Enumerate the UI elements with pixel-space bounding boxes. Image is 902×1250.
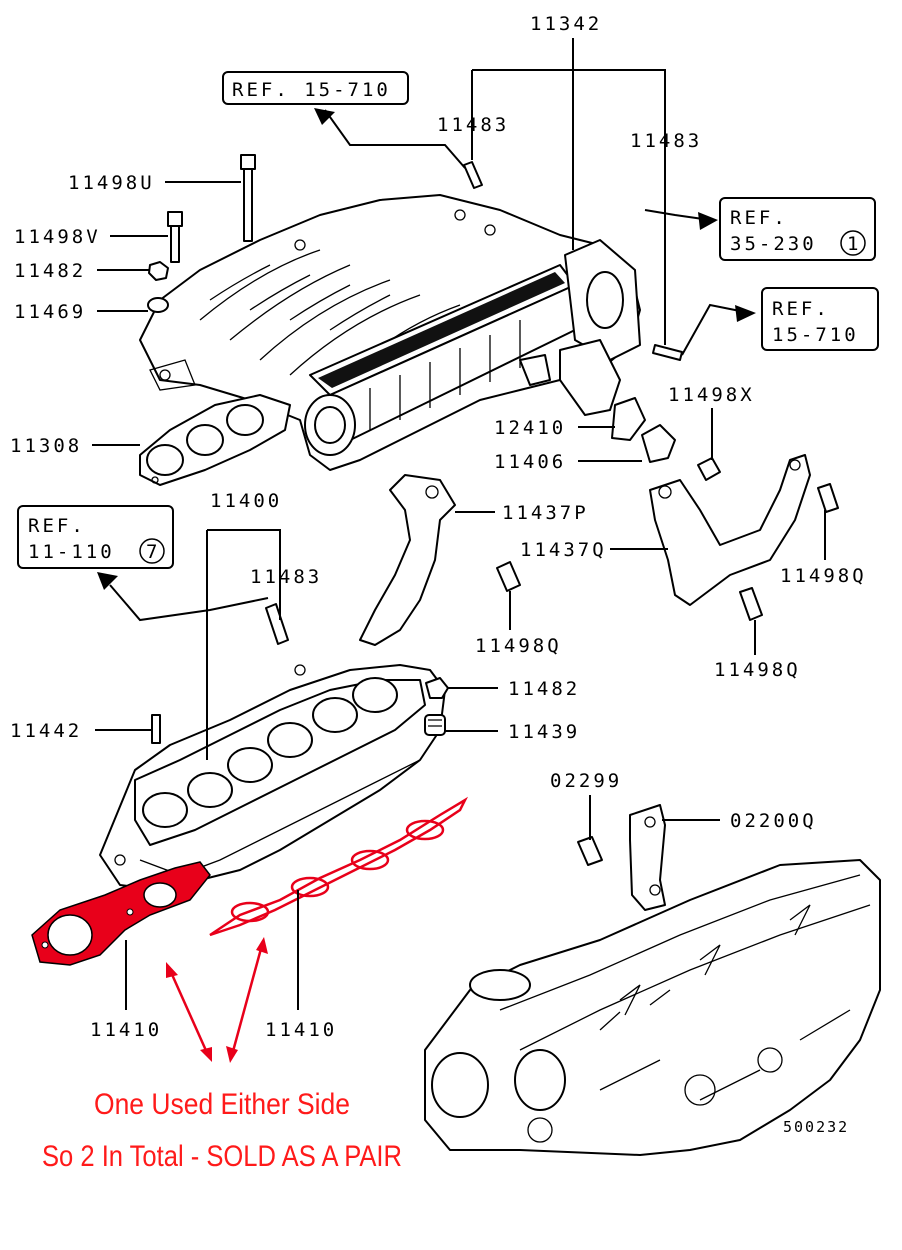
gasket-11308: [139, 394, 291, 486]
label-02299: 02299: [550, 770, 622, 792]
ref-line2: 15-710: [772, 324, 859, 346]
part-labels: 11342 11483 11483 11498U 11498V 11482 11…: [10, 13, 867, 1136]
bolt-02299: [577, 836, 603, 866]
label-11439: 11439: [508, 721, 580, 743]
cylinder-head: [424, 859, 881, 1156]
nut-11482-upper: [148, 261, 169, 281]
annotation-line-1: One Used Either Side: [94, 1088, 350, 1121]
ref-box-11-110: REF. 11-110 7: [17, 505, 174, 569]
label-11498q: 11498Q: [714, 659, 801, 681]
label-11410: 11410: [265, 1019, 337, 1041]
annotation-line-2: So 2 In Total - SOLD AS A PAIR: [42, 1140, 402, 1173]
label-11437q: 11437Q: [520, 539, 607, 561]
ref-circle-number: 1: [847, 233, 861, 255]
label-11482: 11482: [508, 678, 580, 700]
bolt-11498u: [240, 154, 256, 242]
label-11498q: 11498Q: [475, 635, 562, 657]
label-12410: 12410: [494, 417, 566, 439]
ref-line1: REF.: [730, 207, 788, 229]
label-11469: 11469: [14, 301, 86, 323]
ref-line1: REF.: [772, 298, 830, 320]
ref-line2: 11-110: [28, 541, 115, 563]
label-11308: 11308: [10, 435, 82, 457]
label-11483: 11483: [630, 130, 702, 152]
label-11400: 11400: [210, 490, 282, 512]
ref-text: REF. 15-710: [232, 79, 391, 101]
label-11442: 11442: [10, 720, 82, 742]
gasket-11410-left: [31, 861, 211, 966]
label-11498x: 11498X: [668, 384, 755, 406]
label-11406: 11406: [494, 451, 566, 473]
label-11437p: 11437P: [502, 502, 589, 524]
label-11498v: 11498V: [14, 226, 101, 248]
label-11498u: 11498U: [68, 172, 155, 194]
label-11498q: 11498Q: [780, 565, 867, 587]
bolt-11498v: [167, 211, 183, 263]
washer-11469: [147, 297, 169, 313]
label-02200q: 02200Q: [730, 810, 817, 832]
label-11483: 11483: [250, 566, 322, 588]
stud-11483-right: [652, 344, 683, 361]
gasket-11410-right: [209, 796, 469, 937]
ref-box-15-710-top: REF. 15-710: [222, 71, 409, 105]
bolt-11498q-left: [496, 561, 521, 592]
bolt-11498q-bottom: [739, 587, 763, 621]
ref-circle-number: 7: [146, 541, 160, 563]
label-11483: 11483: [437, 114, 509, 136]
stud-11442: [151, 714, 161, 744]
stud-11483-upper: [463, 161, 483, 189]
stud-11483-lower: [265, 603, 289, 645]
nut-11439: [424, 714, 446, 736]
bolt-11498q-right: [817, 483, 839, 513]
bracket-02200q: [629, 804, 666, 911]
ref-box-35-230: REF. 35-230 1: [719, 197, 876, 261]
lower-intake-manifold: [99, 664, 446, 891]
clamp-11406: [641, 424, 676, 463]
ref-arrows: [97, 108, 756, 590]
red-arrows: [166, 937, 268, 1063]
ref-box-15-710-right: REF. 15-710: [761, 287, 879, 351]
diagram-code: 500232: [783, 1118, 849, 1136]
bracket-12410: [611, 397, 646, 441]
bolt-11498x: [697, 457, 721, 481]
leader-lines: [92, 38, 826, 1010]
nut-11482-lower: [425, 677, 449, 699]
label-11410: 11410: [90, 1019, 162, 1041]
label-11482: 11482: [14, 260, 86, 282]
stay-11437q: [649, 454, 811, 606]
annotation: One Used Either Side So 2 In Total - SOL…: [42, 1088, 402, 1173]
ref-line2: 35-230: [730, 233, 817, 255]
stay-11437p: [359, 474, 456, 646]
label-11342: 11342: [530, 13, 602, 35]
ref-line1: REF.: [28, 515, 86, 537]
